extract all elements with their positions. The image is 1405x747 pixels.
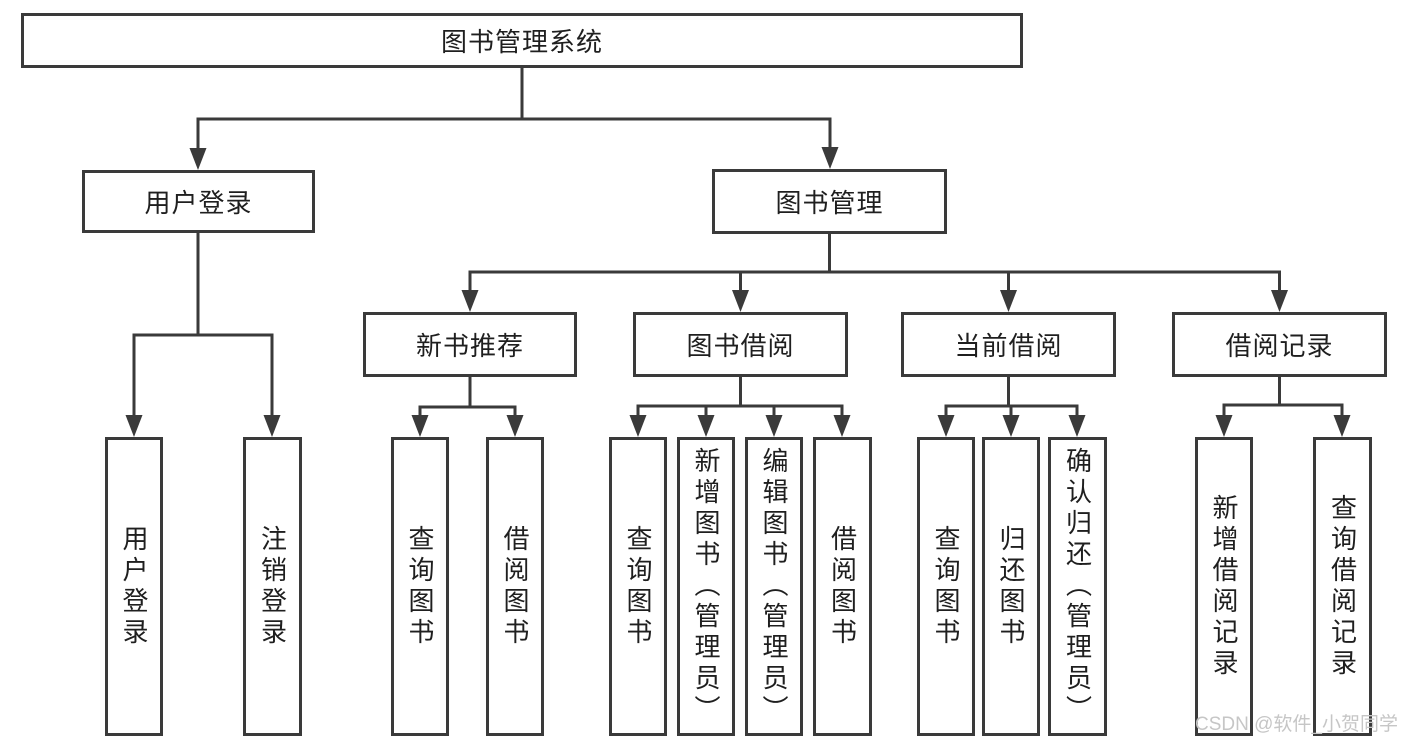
- leaf-logout: 注销登录: [243, 437, 302, 736]
- leaf-user-login: 用户登录: [105, 437, 163, 736]
- leaf-query-book-1: 查询图书: [391, 437, 449, 736]
- watermark: CSDN @软件_小贺同学: [1195, 714, 1398, 735]
- leaf-query-book-2: 查询图书: [609, 437, 667, 736]
- arrowhead: [263, 415, 281, 437]
- connector-book-borrow-branch: [636, 377, 844, 418]
- node-current-borrow-label: 当前借阅: [954, 331, 1063, 361]
- leaf-return-book-label: 归还图书: [996, 524, 1026, 649]
- node-user-login: 用户登录: [82, 170, 315, 233]
- leaf-borrow-book-2-label: 借阅图书: [827, 524, 858, 649]
- arrowhead: [765, 415, 783, 437]
- arrowhead: [732, 290, 749, 312]
- leaf-query-borrow-record-label: 查询借阅记录: [1327, 493, 1358, 680]
- leaf-query-book-2-label: 查询图书: [623, 524, 653, 649]
- arrowhead: [189, 148, 207, 170]
- arrowhead: [461, 290, 479, 312]
- leaf-borrow-book-1: 借阅图书: [486, 437, 544, 736]
- node-user-login-label: 用户登录: [144, 188, 253, 218]
- leaf-return-book: 归还图书: [982, 437, 1040, 736]
- leaf-add-borrow-record: 新增借阅记录: [1195, 437, 1253, 736]
- leaf-user-login-label: 用户登录: [119, 524, 149, 649]
- node-borrow-record: 借阅记录: [1172, 312, 1387, 377]
- connector-user-login-branch: [132, 233, 274, 418]
- leaf-query-book-3-label: 查询图书: [931, 524, 961, 649]
- node-book-borrow: 图书借阅: [633, 312, 848, 377]
- connector-current-borrow-branch: [944, 377, 1079, 418]
- leaf-edit-book: 编辑图书（管理员）: [745, 437, 803, 736]
- arrowhead: [1271, 290, 1288, 312]
- leaf-confirm-return-label: 确认归还（管理员）: [1062, 447, 1093, 726]
- arrowhead: [937, 415, 955, 437]
- connector-book-mgmt-branch: [468, 234, 1281, 293]
- arrowhead: [833, 415, 851, 437]
- arrowhead: [697, 415, 715, 437]
- node-new-book-rec-label: 新书推荐: [415, 331, 524, 361]
- arrowhead: [629, 415, 647, 437]
- node-book-mgmt: 图书管理: [712, 169, 947, 234]
- arrowhead: [411, 415, 429, 437]
- arrowhead: [1000, 290, 1017, 312]
- node-borrow-record-label: 借阅记录: [1225, 331, 1334, 361]
- connector-borrow-record-branch: [1222, 377, 1344, 418]
- leaf-logout-label: 注销登录: [257, 524, 288, 649]
- leaf-query-book-1-label: 查询图书: [405, 524, 435, 649]
- leaf-add-borrow-record-label: 新增借阅记录: [1209, 493, 1239, 680]
- arrowhead: [1215, 415, 1233, 437]
- arrowhead: [125, 415, 143, 437]
- node-root: 图书管理系统: [21, 13, 1023, 68]
- arrowhead: [1002, 415, 1020, 437]
- node-book-mgmt-label: 图书管理: [775, 188, 884, 218]
- arrowhead: [1068, 415, 1086, 437]
- arrowhead: [506, 415, 524, 437]
- leaf-edit-book-label: 编辑图书（管理员）: [759, 447, 789, 726]
- leaf-query-borrow-record: 查询借阅记录: [1313, 437, 1372, 736]
- leaf-borrow-book-2: 借阅图书: [813, 437, 872, 736]
- arrowhead: [1333, 415, 1351, 437]
- arrowhead: [821, 147, 839, 169]
- leaf-confirm-return: 确认归还（管理员）: [1048, 437, 1107, 736]
- leaf-query-book-3: 查询图书: [917, 437, 975, 736]
- connector-new-book-branch: [418, 377, 517, 418]
- leaf-borrow-book-1-label: 借阅图书: [500, 524, 530, 649]
- leaf-add-book-label: 新增图书（管理员）: [691, 447, 721, 726]
- leaf-add-book: 新增图书（管理员）: [677, 437, 735, 736]
- node-new-book-rec: 新书推荐: [363, 312, 577, 377]
- connector-root-to-level2: [196, 68, 832, 151]
- node-current-borrow: 当前借阅: [901, 312, 1116, 377]
- node-book-borrow-label: 图书借阅: [686, 331, 795, 361]
- node-root-label: 图书管理系统: [440, 27, 603, 57]
